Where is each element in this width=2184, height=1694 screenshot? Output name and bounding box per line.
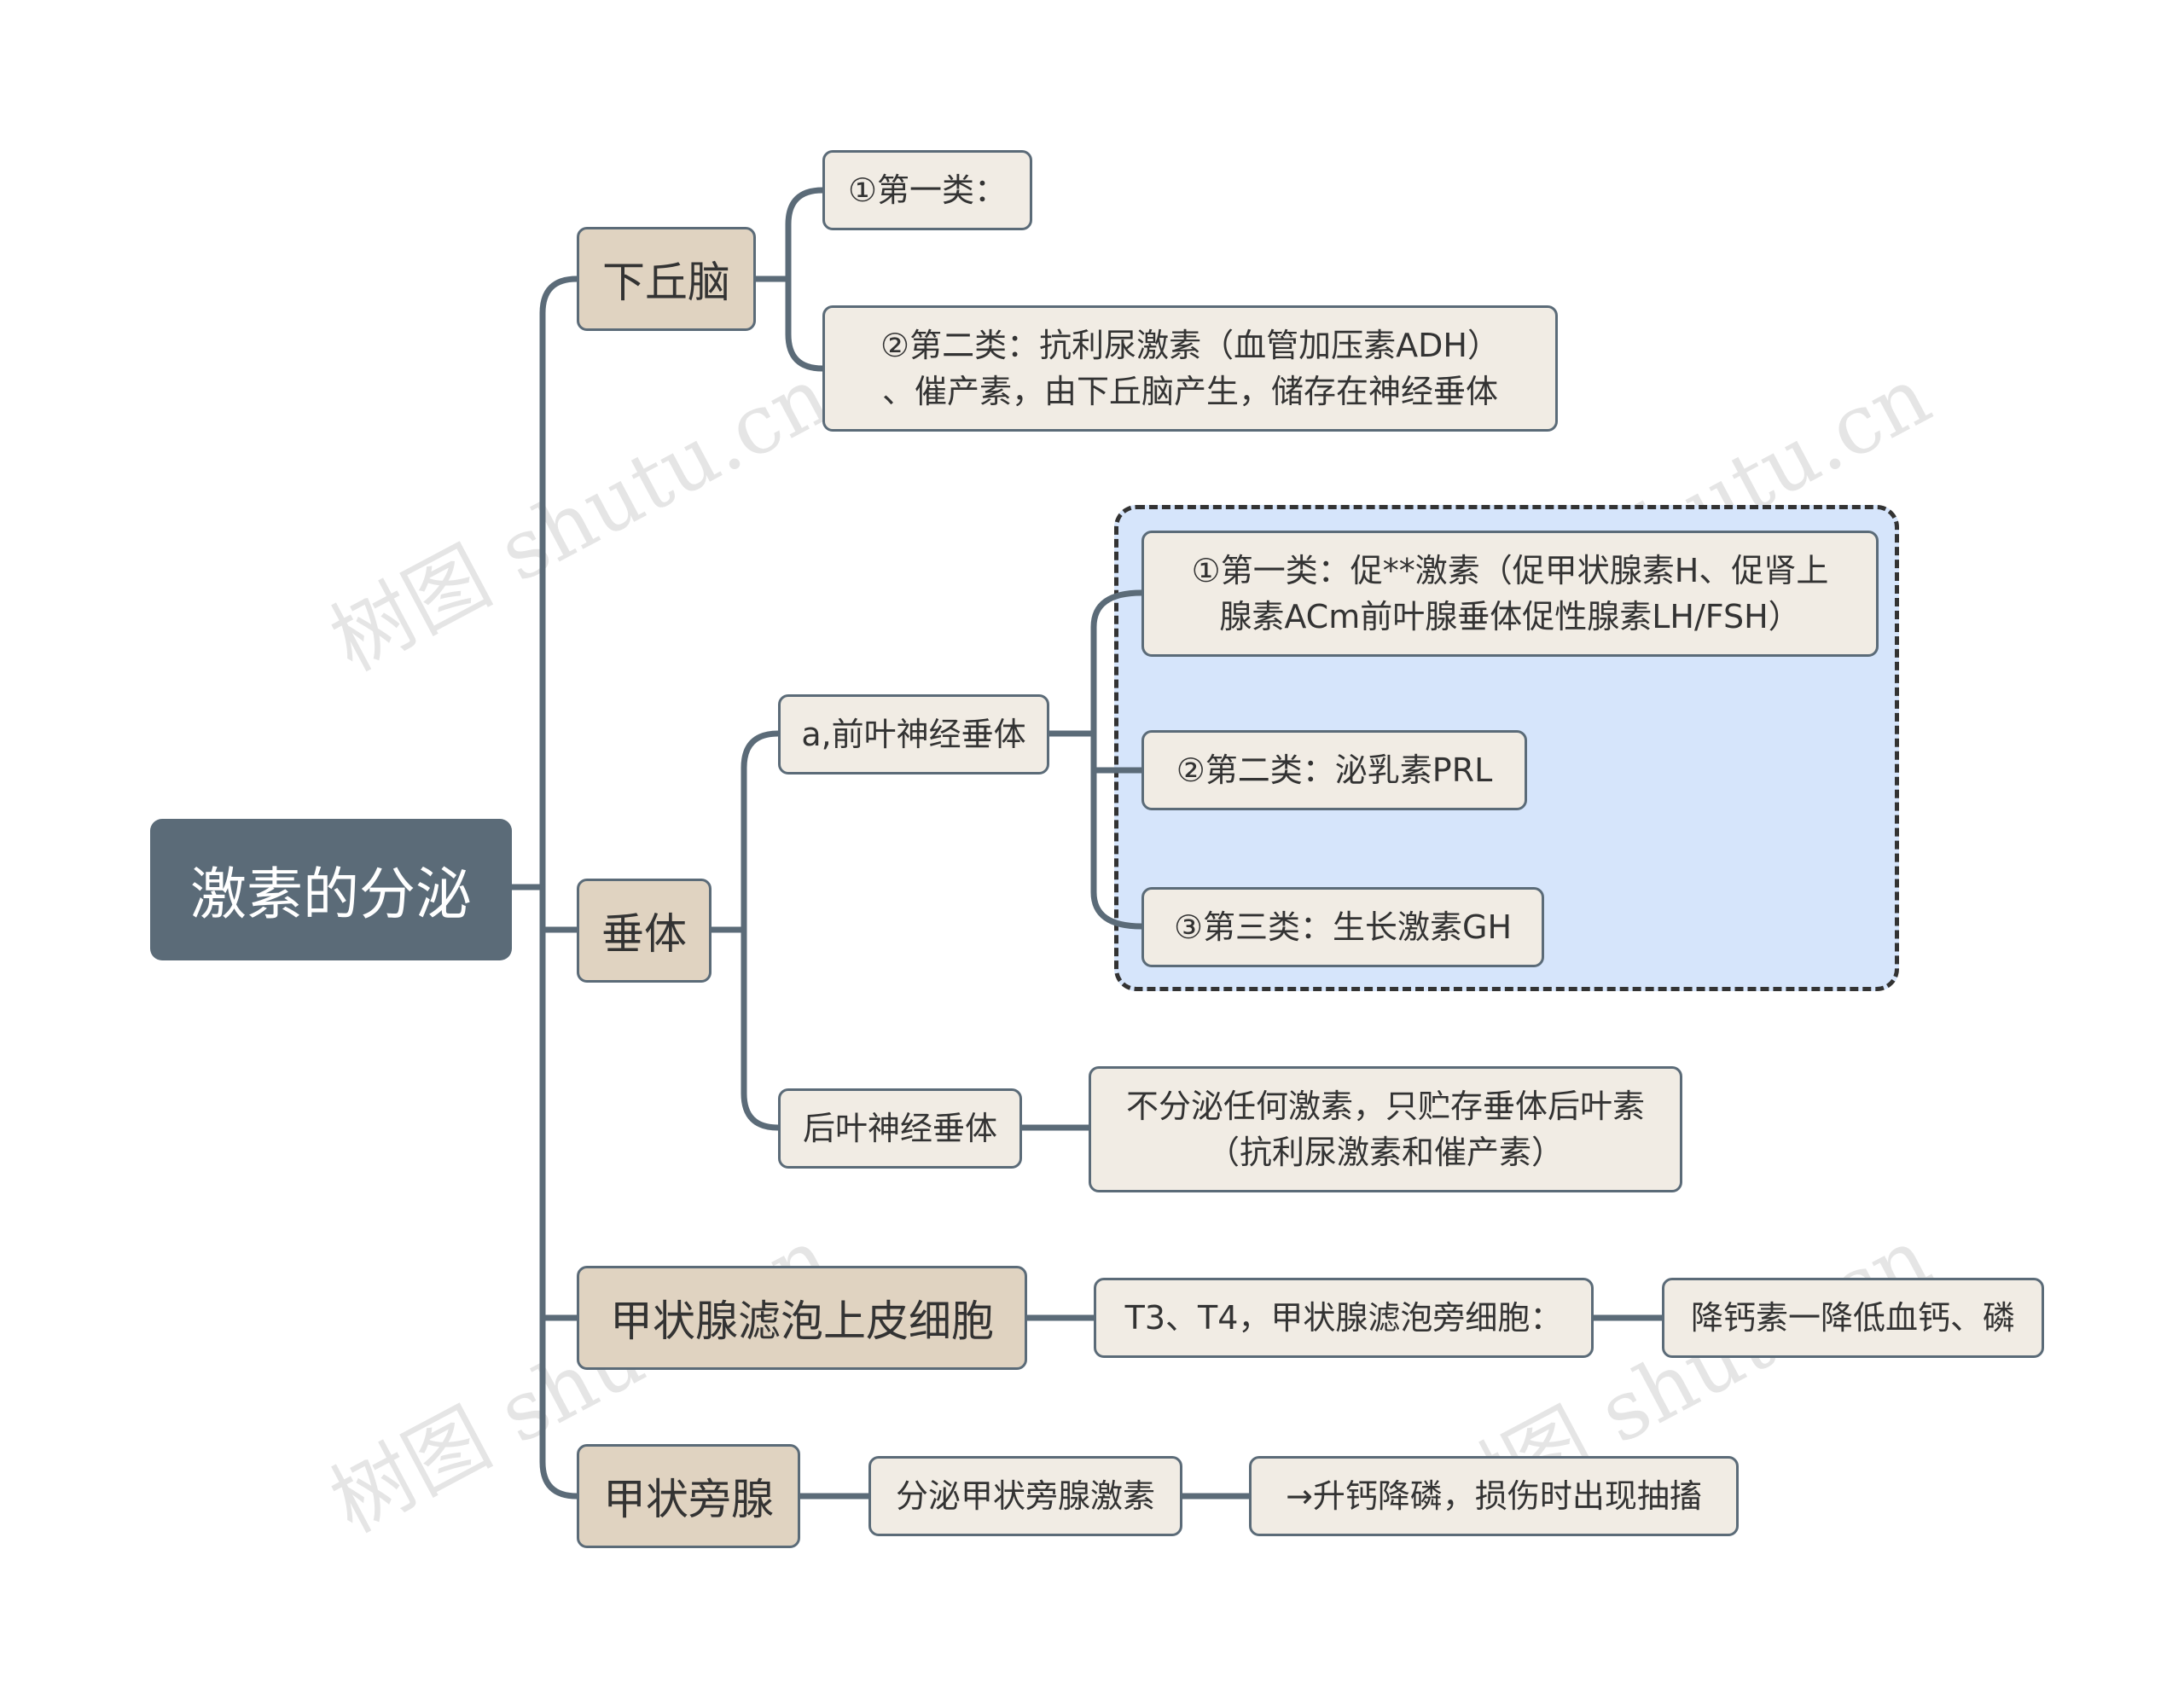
posterior-description-line2: （抗利尿激素和催产素） <box>1206 1134 1564 1171</box>
topic-posterior-pituitary[interactable]: 后叶神经垂体 <box>778 1088 1022 1169</box>
thyroid-child[interactable]: T3、T4，甲状腺滤泡旁细胞： <box>1094 1278 1594 1358</box>
posterior-description-line1: 不分泌任何激素，只贮存垂体后叶素 <box>1125 1088 1645 1125</box>
hypothalamus-class2-line1: ②第二类：抗利尿激素（血管加压素ADH） <box>880 327 1500 364</box>
anterior-class2[interactable]: ②第二类：泌乳素PRL <box>1141 730 1527 810</box>
parathyroid-child[interactable]: 分泌甲状旁腺激素 <box>868 1456 1182 1536</box>
topic-parathyroid[interactable]: 甲状旁腺 <box>577 1444 800 1548</box>
topic-hypothalamus[interactable]: 下丘脑 <box>577 227 756 331</box>
connector-ant-branches <box>1090 589 1145 930</box>
connector-root-parathyroid <box>539 884 580 1500</box>
topic-thyroid[interactable]: 甲状腺滤泡上皮细胞 <box>577 1266 1027 1370</box>
posterior-description[interactable]: 不分泌任何激素，只贮存垂体后叶素 （抗利尿激素和催产素） <box>1089 1066 1682 1192</box>
anterior-class1[interactable]: ①第一类：促**激素（促甲状腺素H、促肾上 腺素ACm前叶腺垂体促性腺素LH/F… <box>1141 531 1879 657</box>
connector-root-hypothalamus <box>539 276 580 891</box>
anterior-class1-line2: 腺素ACm前叶腺垂体促性腺素LH/FSH） <box>1219 598 1801 635</box>
connector-hypo-class1 <box>785 187 826 372</box>
hypothalamus-class2[interactable]: ②第二类：抗利尿激素（血管加压素ADH） 、催产素，由下丘脑产生，储存在神经垂体 <box>822 305 1558 432</box>
topic-anterior-pituitary[interactable]: a,前叶神经垂体 <box>778 694 1049 774</box>
hypothalamus-class2-line2: 、催产素，由下丘脑产生，储存在神经垂体 <box>881 373 1498 410</box>
root-topic[interactable]: 激素的分泌 <box>150 819 512 960</box>
anterior-class1-line1: ①第一类：促**激素（促甲状腺素H、促肾上 <box>1191 552 1829 589</box>
parathyroid-grandchild[interactable]: →升钙降磷，损伤时出现抽搐 <box>1249 1456 1739 1536</box>
topic-pituitary[interactable]: 垂体 <box>577 879 712 983</box>
hypothalamus-class1[interactable]: ①第一类： <box>822 150 1032 230</box>
connector-pit-branches <box>741 730 781 1131</box>
anterior-class3[interactable]: ③第三类：生长激素GH <box>1141 887 1544 967</box>
thyroid-grandchild[interactable]: 降钙素一降低血钙、磷 <box>1662 1278 2044 1358</box>
